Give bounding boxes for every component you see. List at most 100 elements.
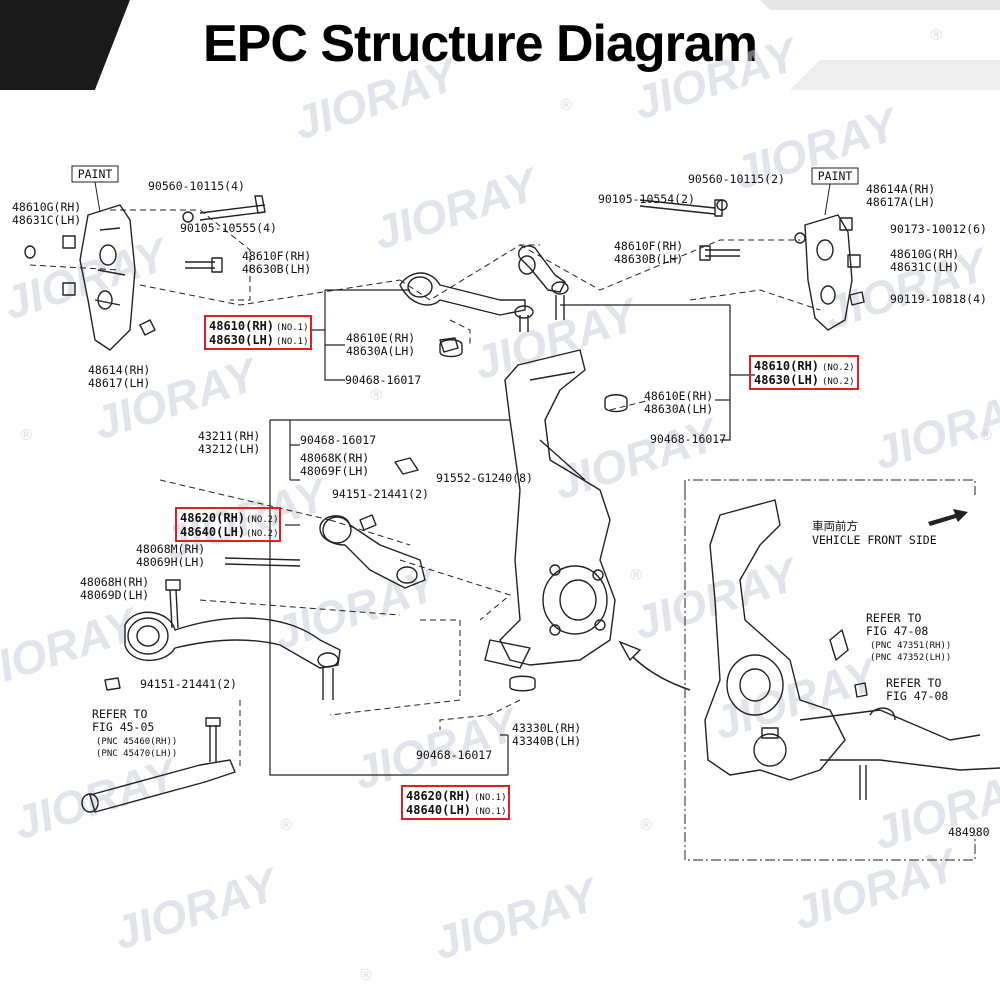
part-label: 90468-16017 [345, 373, 421, 387]
bracket-lines [269, 289, 755, 776]
inset-knuckle [704, 499, 846, 781]
right-bracket-part [804, 214, 853, 331]
part-label: 48610G(RH) [12, 200, 81, 214]
inset-border [684, 490, 976, 861]
paint-tag-left: PAINT [71, 165, 119, 213]
part-label: (NO.1) [474, 793, 507, 803]
left-bolt [185, 261, 215, 269]
parts-line-art [24, 195, 1000, 813]
paint-tag-right: PAINT [811, 167, 859, 216]
part-label: 48630B(LH) [242, 262, 311, 276]
part-label: 48631C(LH) [12, 213, 81, 227]
part-label: 94151-21441(2) [332, 487, 429, 501]
dashed-leaders [29, 209, 821, 770]
steering-knuckle [499, 349, 616, 666]
part-label: 48068H(RH) [80, 575, 149, 589]
part-label: 43330L(RH) [512, 721, 581, 735]
part-label: 43211(RH) [198, 429, 260, 443]
watermark-mark: ® [640, 817, 652, 834]
part-label: 48631C(LH) [890, 260, 959, 274]
part-label: (NO.1) [474, 807, 507, 817]
watermark-mark: ® [360, 967, 372, 984]
inset-border [684, 479, 976, 495]
watermark-text: JIORAY [0, 597, 147, 700]
lower-arm-1 [124, 611, 341, 669]
highlight-lower-arm-no2: 48620(RH) 48640(LH) (NO.2) (NO.2) [175, 507, 281, 542]
upper-arm-1 [399, 272, 526, 316]
part-label: 48068M(RH) [136, 542, 205, 556]
part-label: (NO.1) [276, 323, 309, 333]
watermark-text: JIORAY [427, 867, 607, 970]
part-label: 48630A(LH) [644, 402, 713, 416]
part-label: 48617(LH) [88, 376, 150, 390]
left-bracket-part [79, 204, 136, 351]
part-label: REFER TO [886, 676, 941, 690]
page-title: EPC Structure Diagram [202, 15, 758, 73]
part-label: 43340B(LH) [512, 734, 581, 748]
part-label: 91552-G1240(8) [436, 471, 533, 485]
part-label: 48620(RH) [406, 789, 471, 803]
right-bushing [839, 217, 853, 231]
part-label: 48069F(LH) [300, 464, 369, 478]
part-label: 48630(LH) [754, 373, 819, 387]
part-label: REFER TO [866, 611, 921, 625]
lower-bolt [224, 557, 301, 567]
part-label: (PNC 45470(LH)) [96, 749, 177, 759]
highlight-lower-arm-no1: 48620(RH) 48640(LH) (NO.1) (NO.1) [401, 785, 510, 820]
part-label: 94151-21441(2) [140, 677, 237, 691]
lower-bolt [169, 589, 179, 629]
part-label: 48610G(RH) [890, 247, 959, 261]
part-label: 48614A(RH) [866, 182, 935, 196]
part-number-labels: 48610G(RH) 48631C(LH) 90560-10115(4) 901… [12, 172, 990, 839]
part-label: 48617A(LH) [866, 195, 935, 209]
part-label: 90468-16017 [300, 433, 376, 447]
part-label: 48614(RH) [88, 363, 150, 377]
diagram-number: 484980 [948, 825, 990, 839]
watermark-text: JIORAY [707, 647, 887, 750]
vehicle-front-arrow-icon [928, 509, 968, 526]
part-label: 48610E(RH) [346, 331, 415, 345]
part-label: 43212(LH) [198, 442, 260, 456]
watermark-text: JIORAY [627, 27, 807, 130]
part-label: 48610(RH) [209, 319, 274, 333]
part-label: 48630(LH) [209, 333, 274, 347]
watermark-text: JIORAY [547, 407, 727, 510]
part-label: 48610F(RH) [242, 249, 311, 263]
part-label: REFER TO [92, 707, 147, 721]
left-bushing [62, 235, 76, 249]
title-banner: EPC Structure Diagram [0, 0, 1000, 90]
part-label: FIG 47-08 [886, 689, 948, 703]
upper-arm-2 [518, 245, 566, 293]
pointer-arrow [627, 651, 691, 691]
part-label: 90468-16017 [650, 432, 726, 446]
part-label: 48069H(LH) [136, 555, 205, 569]
part-label: (NO.2) [246, 515, 279, 525]
banner-background [0, 0, 1000, 90]
watermark-mark: ® [980, 427, 992, 444]
part-label: VEHICLE FRONT SIDE [812, 533, 937, 547]
part-label: 90468-16017 [416, 748, 492, 762]
watermark-mark: ® [370, 387, 382, 404]
watermark-mark: ® [630, 567, 642, 584]
part-label: (NO.2) [822, 377, 855, 387]
watermark-mark: ® [560, 97, 572, 114]
part-label: 48620(RH) [180, 511, 245, 525]
part-label: (PNC 47352(LH)) [870, 653, 951, 663]
part-label: 90105-10554(2) [598, 192, 695, 206]
watermark-text: JIORAY [0, 227, 177, 330]
part-label: 48640(LH) [406, 803, 471, 817]
part-label: (NO.2) [822, 363, 855, 373]
part-label: FIG 45-05 [92, 720, 154, 734]
part-label: 90560-10115(2) [688, 172, 785, 186]
paint-label: PAINT [78, 167, 113, 181]
highlight-upper-arm-no1: 48610(RH) 48630(LH) (NO.1) (NO.1) [204, 315, 312, 350]
right-bolt [705, 249, 740, 257]
left-bracket-hole [99, 244, 117, 266]
watermark-mark: ® [20, 427, 32, 444]
part-label: 90105-10555(4) [180, 221, 277, 235]
part-label: 48069D(LH) [80, 588, 149, 602]
highlight-upper-arm-no2: 48610(RH) 48630(LH) (NO.2) (NO.2) [749, 355, 859, 390]
part-label: FIG 47-08 [866, 624, 928, 638]
part-label: (PNC 47351(RH)) [870, 641, 951, 651]
